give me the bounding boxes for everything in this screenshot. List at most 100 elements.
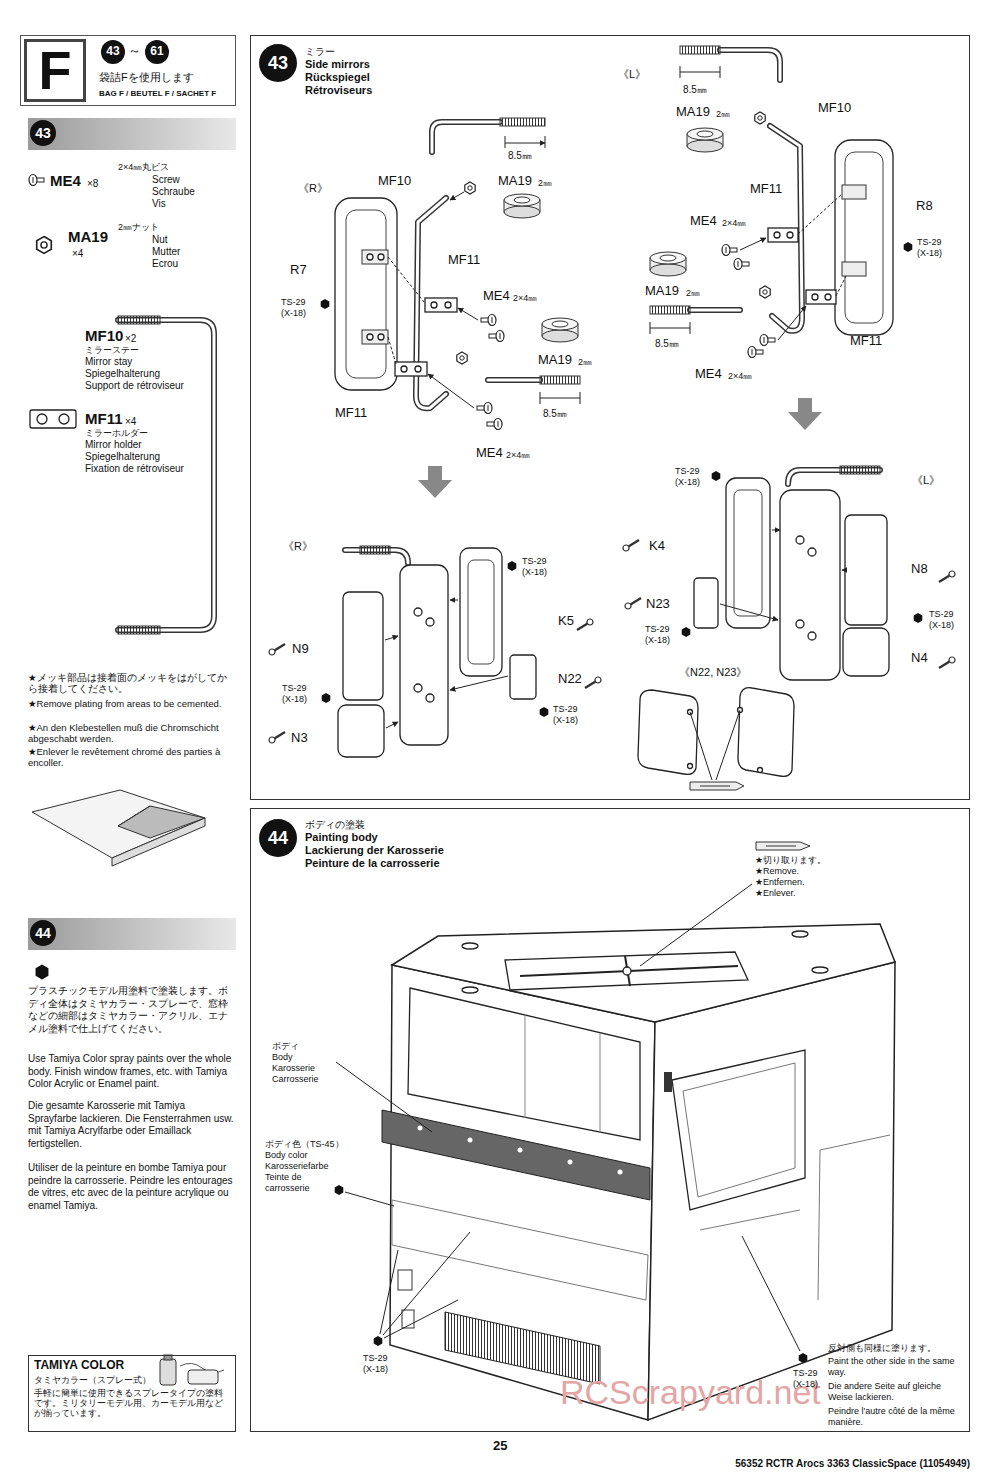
step-title: Lackierung der Karosserie — [305, 844, 444, 857]
step-title: ボディの塗装 — [305, 819, 365, 831]
part-code: ME4 — [50, 172, 81, 190]
dimension: 8.5㎜ — [508, 150, 532, 162]
page-number: 25 — [493, 1438, 507, 1454]
part-desc: Vis — [152, 198, 166, 210]
size-note: 2×4㎜ — [513, 293, 537, 304]
part-code: ME4 — [695, 366, 722, 382]
part-code: N8 — [911, 561, 928, 577]
part-code: MA19 — [498, 173, 532, 189]
part-code: MF11 — [850, 333, 882, 349]
part-desc: Support de rétroviseur — [85, 380, 184, 392]
step-title: Rückspiegel — [305, 71, 370, 84]
callout-label: ボディ色（TS-45） — [265, 1139, 344, 1150]
part-code: R7 — [290, 262, 307, 278]
paint-code: TS-29 (X-18) — [553, 704, 589, 726]
part-desc: Mirror holder — [85, 439, 142, 451]
size-note: 2㎜ — [578, 357, 592, 368]
part-code: N23 — [646, 596, 670, 612]
paint-code: TS-29 (X-18) — [645, 624, 681, 646]
part-desc: 2×4㎜丸ビス — [118, 162, 169, 173]
part-code: K5 — [558, 613, 574, 629]
part-code: N9 — [292, 641, 309, 657]
note-text: 反対側も同様に塗ります。 — [828, 1343, 966, 1354]
size-note: 2×4㎜ — [722, 218, 746, 229]
side-mark: 《N22, N23》 — [679, 666, 747, 679]
part-desc: ミラーホルダー — [85, 428, 148, 439]
side-mark: 《L》 — [912, 474, 940, 487]
callout-label: Karosseriefarbe — [265, 1161, 329, 1172]
part-desc: Screw — [152, 174, 180, 186]
range-mark: ～ — [128, 44, 141, 59]
part-desc: Mirror stay — [85, 356, 132, 368]
size-note: 2㎜ — [538, 178, 552, 189]
step-title: Rétroviseurs — [305, 84, 372, 97]
note-text: ★メッキ部品は接着面のメッキをはがしてから接着してください。 — [28, 672, 236, 695]
part-code: MA19 — [676, 104, 710, 120]
step-number: 44 — [30, 920, 56, 946]
paint-code: TS-29 (X-18) — [522, 556, 558, 578]
part-code: ME4 — [690, 213, 717, 229]
quantity: ×4 — [125, 416, 136, 428]
step-panel: 44 ボディの塗装Painting bodyLackierung der Karo… — [250, 808, 970, 1432]
dimension: 8.5㎜ — [683, 84, 707, 96]
part-code: MA19 — [68, 228, 108, 246]
size-note: 2×4㎜ — [728, 371, 752, 382]
paint-code: TS-29 (X-18) — [675, 466, 711, 488]
part-code: MF10 — [378, 173, 411, 189]
callout-label: Karosserie — [272, 1063, 315, 1074]
step-title: Side mirrors — [305, 58, 370, 71]
part-code: K4 — [649, 538, 665, 554]
step-number: 43 — [101, 40, 125, 64]
part-desc: Spiegelhalterung — [85, 368, 160, 380]
part-desc: Nut — [152, 234, 168, 246]
callout-label: Teinte de carrosserie — [265, 1172, 327, 1194]
part-desc: Spiegelhalterung — [85, 451, 160, 463]
side-mark: 《L》 — [618, 68, 646, 81]
paint-code: TS-29 (X-18) — [929, 609, 965, 631]
part-code: N4 — [911, 650, 928, 666]
paint-code: TS-29 (X-18) — [793, 1368, 829, 1390]
part-desc: 2㎜ナット — [118, 222, 159, 233]
size-note: 2㎜ — [686, 288, 700, 299]
note-text: ★Enlever le revêtement chromé des partie… — [28, 746, 236, 769]
bag-note: 袋詰Fを使用します — [99, 71, 194, 84]
step-title: Painting body — [305, 831, 378, 844]
side-mark: 《R》 — [283, 540, 313, 553]
paint-code: TS-29 (X-18) — [917, 237, 953, 259]
step-number: 44 — [259, 819, 297, 857]
note-text: ★Remove plating from areas to be cemente… — [28, 698, 236, 709]
step-band: 44 — [28, 918, 236, 950]
callout-label: Carrosserie — [272, 1074, 319, 1085]
step-band: 43 — [28, 118, 236, 150]
part-code: R8 — [916, 198, 933, 214]
part-code: MF10 — [818, 100, 851, 116]
product-code: 56352 RCTR Arocs 3363 ClassicSpace (1105… — [735, 1458, 970, 1470]
size-note: 2㎜ — [716, 109, 730, 120]
part-code: MA19 — [645, 283, 679, 299]
remove-note: ★Enlever. — [755, 888, 796, 899]
step-number: 43 — [259, 44, 297, 82]
part-desc: Mutter — [152, 246, 180, 258]
callout-label: Body color — [265, 1150, 308, 1161]
instruction-text: プラスチックモデル用塗料で塗装します。ボディ全体はタミヤカラー・スプレーで、窓枠… — [28, 985, 236, 1035]
bag-note: BAG F / BEUTEL F / SACHET F — [99, 89, 216, 98]
note-text: Peindre l'autre côté de la même manière. — [828, 1406, 966, 1428]
callout-label: Body — [272, 1052, 293, 1063]
paint-code: TS-29 (X-18) — [363, 1353, 399, 1375]
step-number: 43 — [30, 120, 56, 146]
box-title: TAMIYA COLOR — [34, 1359, 124, 1373]
quantity: ×8 — [87, 178, 98, 190]
note-text: ★An den Klebestellen muß die Chromschich… — [28, 722, 236, 745]
dimension: 8.5㎜ — [543, 408, 567, 420]
section-letter: F — [24, 39, 86, 102]
part-desc: Ecrou — [152, 258, 178, 270]
quantity: ×4 — [72, 248, 83, 260]
remove-note: ★Remove. — [755, 866, 799, 877]
part-code: MF11 — [750, 181, 782, 197]
paint-info-box: TAMIYA COLORタミヤカラー（スプレー式）手軽に簡単に使用できるスプレー… — [28, 1355, 236, 1432]
size-note: 2×4㎜ — [506, 450, 530, 461]
paint-code: TS-29 (X-18) — [282, 683, 318, 705]
part-code: MF10 — [85, 327, 123, 345]
side-mark: 《R》 — [298, 182, 328, 195]
